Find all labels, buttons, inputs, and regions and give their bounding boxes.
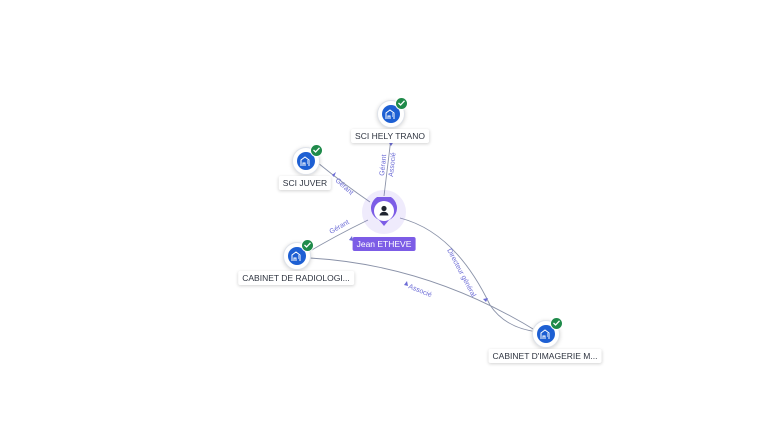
company-badge (283, 239, 314, 270)
user-icon (371, 197, 397, 226)
company-node-sci-juver[interactable]: SCI JUVER (278, 144, 332, 190)
edge-label-gerant-juver: Gérant (334, 177, 355, 197)
company-label: CABINET D'IMAGERIE M... (488, 349, 602, 363)
company-badge (292, 144, 323, 175)
building-icon (382, 105, 400, 123)
building-icon (297, 152, 315, 170)
company-label: SCI HELY TRANO (351, 129, 429, 143)
edge-radiologie-imagerie (309, 257, 539, 333)
company-label: CABINET DE RADIOLOGI... (238, 271, 354, 285)
company-node-sci-hely-trano[interactable]: SCI HELY TRANO (351, 97, 429, 143)
verified-check-icon (301, 239, 314, 252)
edge-arrow (349, 236, 353, 241)
company-node-cabinet-radiologie[interactable]: CABINET DE RADIOLOGI... (238, 239, 354, 285)
edge-arrow (483, 298, 488, 302)
edge-label-associe-hely: Associé (388, 152, 398, 177)
verified-check-icon (310, 144, 323, 157)
edge-person-sci-juver (317, 162, 371, 203)
building-icon (537, 325, 555, 343)
company-badge (532, 317, 563, 348)
edge-label-associe-cabinets: Associé (407, 283, 432, 299)
edge-arrow (404, 281, 408, 286)
person-node-jean-etheve[interactable]: Jean ETHEVE (352, 190, 416, 251)
edge-label-gerant-radiologie: Gérant (329, 219, 351, 236)
person-label: Jean ETHEVE (352, 237, 416, 251)
edge-person-cabinet-imagerie (399, 217, 539, 333)
edge-arrow (388, 142, 394, 146)
verified-check-icon (395, 97, 408, 110)
company-badge (377, 97, 408, 128)
company-node-cabinet-imagerie[interactable]: CABINET D'IMAGERIE M... (488, 317, 602, 363)
verified-check-icon (550, 317, 563, 330)
edge-label-gerant-hely: Gérant (379, 154, 388, 176)
edge-arrow (332, 172, 336, 177)
building-icon (288, 247, 306, 265)
company-label: SCI JUVER (278, 176, 332, 190)
